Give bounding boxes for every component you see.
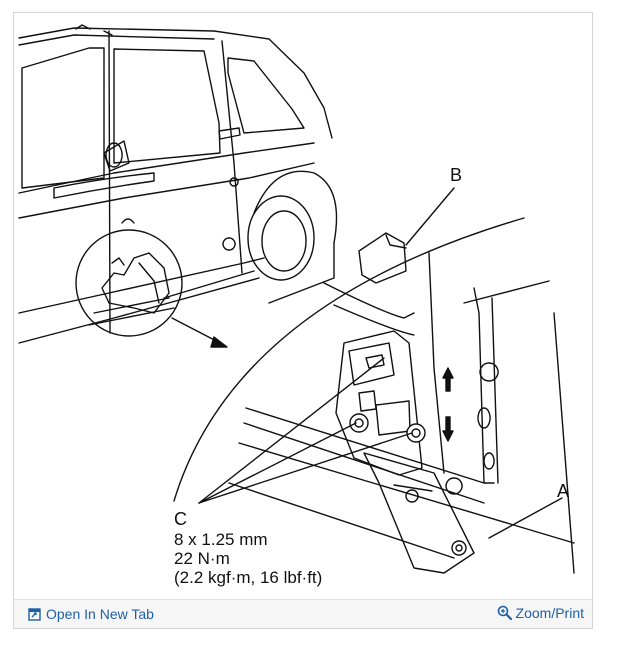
minivan-drawing (18, 24, 338, 344)
torque-alt-text: (2.2 kgf·m, 16 lbf·ft) (174, 568, 322, 587)
new-tab-icon (28, 607, 41, 621)
fastener-size-text: 8 x 1.25 mm (174, 530, 268, 549)
open-in-new-tab-link[interactable]: Open In New Tab (28, 606, 154, 622)
service-diagram: B A C 8 x 1.25 mm 22 N·m (2.2 kgf·m, 16 … (18, 24, 575, 587)
image-toolbar: Open In New Tab Zoom/Print (14, 599, 592, 628)
detail-magnifier (75, 229, 228, 348)
magnifier-icon (497, 605, 512, 621)
detail-boundary-arc (173, 217, 525, 502)
callout-a-label: A (557, 481, 569, 501)
zoom-print-link[interactable]: Zoom/Print (497, 605, 584, 621)
callout-leaders (198, 187, 563, 539)
hinge-detail (228, 232, 575, 574)
open-in-new-tab-label: Open In New Tab (46, 606, 154, 622)
image-viewer: B A C 8 x 1.25 mm 22 N·m (2.2 kgf·m, 16 … (13, 12, 593, 629)
callout-c-label: C (174, 509, 187, 529)
torque-text: 22 N·m (174, 549, 230, 568)
callout-b-label: B (450, 165, 462, 185)
zoom-print-label: Zoom/Print (515, 605, 584, 621)
